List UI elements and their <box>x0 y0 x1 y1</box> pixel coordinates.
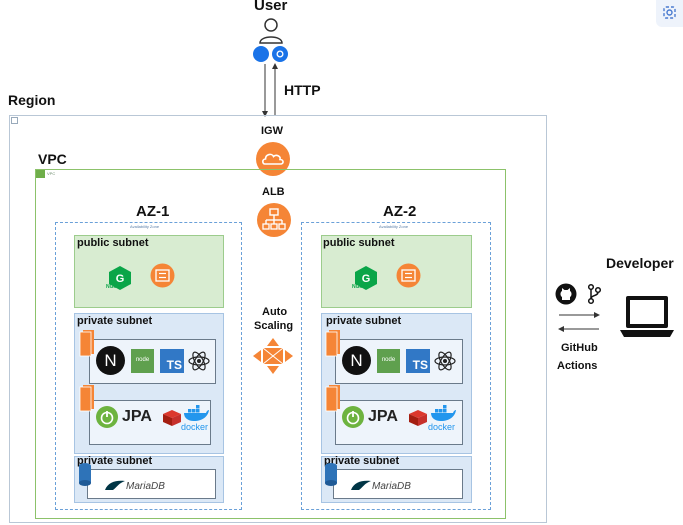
react-icon <box>434 351 456 371</box>
az2-public-subnet <box>321 235 472 308</box>
chrome-browser-icon <box>272 46 288 62</box>
nat-gateway-icon <box>150 263 175 288</box>
igw-label: IGW <box>261 125 283 137</box>
nginx-logo-text: NGINX <box>106 284 122 290</box>
nodejs-logo-text: node <box>381 357 396 363</box>
mariadb-seal-icon <box>351 480 371 490</box>
autoscaling-icon <box>253 338 293 374</box>
typescript-icon: TS <box>406 349 430 373</box>
developer-label: Developer <box>606 255 674 271</box>
spring-boot-icon <box>96 406 118 428</box>
deploy-arrows <box>558 312 600 332</box>
typescript-logo-text: TS <box>166 358 182 372</box>
az1-label: AZ-1 <box>136 203 170 220</box>
http-arrows <box>262 63 278 117</box>
user-icon <box>259 18 283 44</box>
autoscaling-label-line2: Scaling <box>254 320 294 332</box>
github-actions-label-line1: GitHub <box>561 342 598 354</box>
az2-public-subnet-label: public subnet <box>323 237 395 249</box>
nginx-icon: G <box>355 266 377 290</box>
nginx-logo-text: NGINX <box>352 284 368 290</box>
az1-db-row <box>87 469 216 499</box>
vpc-box <box>35 169 506 519</box>
internet-gateway-icon <box>256 142 290 176</box>
docker-icon <box>431 405 456 421</box>
az1-private-subnet-db-label: private subnet <box>77 455 153 467</box>
az1-zone-tag: Availability Zone <box>130 224 160 229</box>
nodejs-icon: node <box>131 349 154 373</box>
git-branch-icon <box>587 283 602 305</box>
visual-search-icon <box>663 6 676 19</box>
laptop-icon <box>620 296 674 337</box>
jpa-logo-text: JPA <box>368 408 398 425</box>
github-actions-label-line2: Actions <box>557 360 598 372</box>
svg-text:G: G <box>116 273 125 285</box>
az2-private-subnet-app-label: private subnet <box>326 315 402 327</box>
nodejs-logo-text: node <box>135 357 150 363</box>
http-label: HTTP <box>284 82 321 98</box>
nextjs-icon: N <box>342 346 371 375</box>
nginx-icon: G <box>109 266 131 290</box>
typescript-logo-text: TS <box>412 358 428 372</box>
az2-ec2-frontend-icon <box>325 330 340 357</box>
typescript-icon: TS <box>160 349 184 373</box>
az1-public-subnet-label: public subnet <box>77 237 149 249</box>
az2-label: AZ-2 <box>383 203 417 220</box>
mariadb-seal-icon <box>105 480 125 490</box>
region-box <box>9 115 547 523</box>
docker-icon <box>184 405 209 421</box>
az1-ec2-frontend-icon <box>79 330 94 357</box>
safari-browser-icon <box>253 46 269 62</box>
region-label: Region <box>8 92 56 108</box>
az2-rds-icon <box>325 463 337 486</box>
vpc-label: VPC <box>38 151 67 167</box>
jpa-logo-text: JPA <box>122 408 152 425</box>
nodejs-icon: node <box>377 349 400 373</box>
az2-zone-tag: Availability Zone <box>379 224 409 229</box>
az1-rds-icon <box>79 463 91 486</box>
redis-icon <box>409 410 427 426</box>
load-balancer-icon <box>257 203 291 237</box>
svg-text:G: G <box>362 273 371 285</box>
nat-gateway-icon <box>396 263 421 288</box>
nextjs-icon: N <box>96 346 125 375</box>
az1-private-subnet-app-label: private subnet <box>77 315 153 327</box>
az2-ec2-backend-icon <box>325 385 340 412</box>
mariadb-logo-text: MariaDB <box>126 481 165 492</box>
az2-private-subnet-db-label: private subnet <box>324 455 400 467</box>
vpc-tag: VPC <box>47 171 56 176</box>
user-label: User <box>254 0 288 14</box>
az1-public-subnet <box>74 235 224 308</box>
alb-label: ALB <box>262 186 285 198</box>
az1-box <box>55 222 242 510</box>
region-tag-icon <box>11 117 18 124</box>
az2-db-row <box>333 469 463 499</box>
spring-boot-icon <box>342 406 364 428</box>
autoscaling-label-line1: Auto <box>262 306 288 318</box>
react-icon <box>188 351 210 371</box>
mariadb-logo-text: MariaDB <box>372 481 411 492</box>
docker-logo-text: docker <box>181 422 209 432</box>
vpc-tag-icon <box>36 170 45 178</box>
visual-search-button[interactable] <box>656 0 683 27</box>
docker-logo-text: docker <box>428 422 456 432</box>
az1-ec2-backend-icon <box>79 385 94 412</box>
az2-box <box>301 222 491 510</box>
redis-icon <box>163 410 181 426</box>
github-icon <box>555 283 577 305</box>
